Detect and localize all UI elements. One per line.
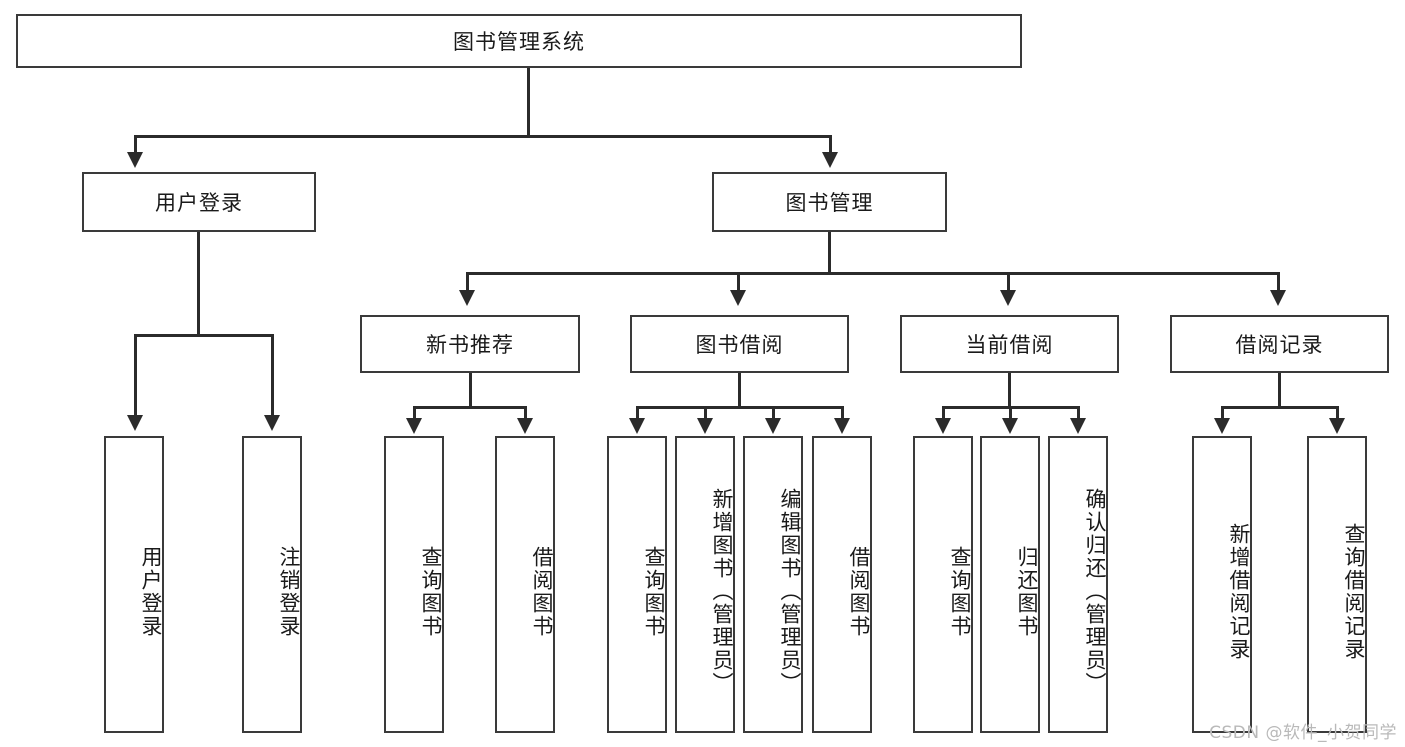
arrow-book-manage-to-current-borrow: [1000, 290, 1016, 306]
node-leaf-user-login-label: 用户登录: [139, 545, 163, 638]
connector-book-manage-stem: [828, 232, 831, 274]
connector-user-login-to-leaf-1: [134, 334, 137, 420]
connector-current-borrow-stem: [1008, 373, 1011, 409]
node-leaf-query-book-1-label: 查询图书: [419, 545, 443, 638]
node-leaf-edit-book[interactable]: 编辑图书（管理员）: [743, 436, 803, 733]
connector-book-manage-to-new-book-rec: [466, 272, 469, 294]
connector-borrow-record-to-leaf-1: [1221, 406, 1224, 422]
node-leaf-add-book[interactable]: 新增图书（管理员）: [675, 436, 735, 733]
arrow-user-login-to-leaf-2: [264, 415, 280, 431]
arrow-current-borrow-to-leaf-2: [1002, 418, 1018, 434]
node-leaf-logout-login-label: 注销登录: [277, 545, 301, 638]
node-leaf-logout-login[interactable]: 注销登录: [242, 436, 302, 733]
node-borrow-record-label: 借阅记录: [1235, 333, 1324, 357]
arrow-root-to-user-login: [127, 152, 143, 168]
node-leaf-edit-book-label: 编辑图书（管理员）: [778, 488, 802, 695]
connector-borrow-record-to-leaf-2: [1336, 406, 1339, 422]
node-book-borrow[interactable]: 图书借阅: [630, 315, 849, 373]
arrow-book-borrow-to-leaf-2: [697, 418, 713, 434]
node-leaf-query-record[interactable]: 查询借阅记录: [1307, 436, 1367, 733]
connector-new-book-rec-stem: [469, 373, 472, 409]
node-leaf-confirm-return-label: 确认归还（管理员）: [1083, 488, 1107, 695]
node-borrow-record[interactable]: 借阅记录: [1170, 315, 1389, 373]
connector-user-login-bus: [134, 334, 274, 337]
arrow-book-manage-to-new-book-rec: [459, 290, 475, 306]
arrow-book-borrow-to-leaf-3: [765, 418, 781, 434]
arrow-book-borrow-to-leaf-4: [834, 418, 850, 434]
connector-book-manage-bus: [466, 272, 1280, 275]
node-leaf-add-book-label: 新增图书（管理员）: [710, 488, 734, 695]
arrow-book-manage-to-borrow-record: [1270, 290, 1286, 306]
node-user-login[interactable]: 用户登录: [82, 172, 316, 232]
arrow-borrow-record-to-leaf-2: [1329, 418, 1345, 434]
connector-borrow-record-bus: [1221, 406, 1339, 409]
node-leaf-borrow-book-1-label: 借阅图书: [530, 545, 554, 638]
connector-root-stem: [527, 68, 530, 137]
node-current-borrow-label: 当前借阅: [965, 333, 1054, 357]
connector-current-borrow-to-leaf-1: [942, 406, 945, 422]
node-book-manage-label: 图书管理: [785, 191, 874, 215]
node-book-borrow-label: 图书借阅: [695, 333, 784, 357]
connector-current-borrow-to-leaf-2: [1009, 406, 1012, 422]
arrow-new-book-rec-to-leaf-1: [406, 418, 422, 434]
connector-book-manage-to-book-borrow: [737, 272, 740, 294]
node-leaf-add-record[interactable]: 新增借阅记录: [1192, 436, 1252, 733]
connector-root-bus: [134, 135, 831, 138]
node-leaf-query-book-2-label: 查询图书: [642, 545, 666, 638]
node-leaf-query-book-3[interactable]: 查询图书: [913, 436, 973, 733]
connector-root-to-user-login: [134, 135, 137, 157]
arrow-book-borrow-to-leaf-1: [629, 418, 645, 434]
node-leaf-query-book-1[interactable]: 查询图书: [384, 436, 444, 733]
arrow-root-to-book-manage: [822, 152, 838, 168]
node-leaf-borrow-book-1[interactable]: 借阅图书: [495, 436, 555, 733]
watermark: CSDN @软件_小贺同学: [1209, 723, 1397, 743]
arrow-borrow-record-to-leaf-1: [1214, 418, 1230, 434]
connector-root-to-book-manage: [829, 135, 832, 157]
connector-borrow-record-stem: [1278, 373, 1281, 409]
node-leaf-borrow-book-2[interactable]: 借阅图书: [812, 436, 872, 733]
node-user-login-label: 用户登录: [155, 191, 243, 215]
connector-user-login-to-leaf-2: [271, 334, 274, 420]
arrow-current-borrow-to-leaf-1: [935, 418, 951, 434]
node-leaf-query-book-2[interactable]: 查询图书: [607, 436, 667, 733]
node-leaf-add-record-label: 新增借阅记录: [1227, 522, 1251, 661]
node-book-manage[interactable]: 图书管理: [712, 172, 947, 232]
connector-new-book-rec-to-leaf-1: [413, 406, 416, 422]
arrow-current-borrow-to-leaf-3: [1070, 418, 1086, 434]
node-leaf-return-book-label: 归还图书: [1015, 545, 1039, 638]
arrow-new-book-rec-to-leaf-2: [517, 418, 533, 434]
connector-new-book-rec-bus: [413, 406, 527, 409]
node-leaf-borrow-book-2-label: 借阅图书: [847, 545, 871, 638]
connector-book-borrow-to-leaf-2: [704, 406, 707, 422]
node-root[interactable]: 图书管理系统: [16, 14, 1022, 68]
connector-current-borrow-to-leaf-3: [1077, 406, 1080, 422]
connector-book-manage-to-current-borrow: [1007, 272, 1010, 294]
node-new-book-rec-label: 新书推荐: [426, 333, 514, 357]
connector-user-login-stem: [197, 232, 200, 337]
connector-book-manage-to-borrow-record: [1277, 272, 1280, 294]
connector-new-book-rec-to-leaf-2: [524, 406, 527, 422]
arrow-user-login-to-leaf-1: [127, 415, 143, 431]
node-new-book-rec[interactable]: 新书推荐: [360, 315, 580, 373]
node-leaf-confirm-return[interactable]: 确认归还（管理员）: [1048, 436, 1108, 733]
connector-book-borrow-to-leaf-1: [636, 406, 639, 422]
node-current-borrow[interactable]: 当前借阅: [900, 315, 1119, 373]
node-leaf-user-login[interactable]: 用户登录: [104, 436, 164, 733]
node-leaf-query-record-label: 查询借阅记录: [1342, 522, 1366, 661]
connector-book-borrow-bus: [636, 406, 844, 409]
connector-book-borrow-stem: [738, 373, 741, 409]
node-leaf-return-book[interactable]: 归还图书: [980, 436, 1040, 733]
connector-book-borrow-to-leaf-3: [772, 406, 775, 422]
arrow-book-manage-to-book-borrow: [730, 290, 746, 306]
connector-book-borrow-to-leaf-4: [841, 406, 844, 422]
node-root-label: 图书管理系统: [453, 30, 585, 54]
node-leaf-query-book-3-label: 查询图书: [948, 545, 972, 638]
